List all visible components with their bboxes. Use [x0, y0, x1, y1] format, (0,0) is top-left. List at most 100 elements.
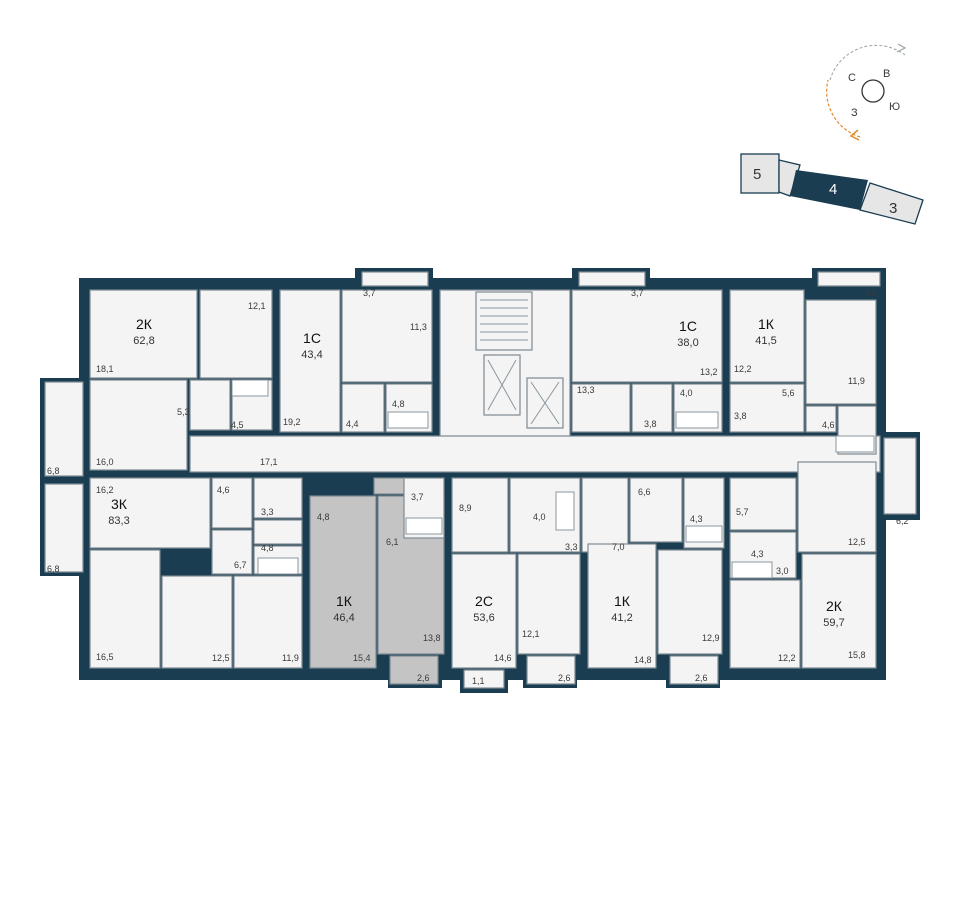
room-area: 14,6 [494, 653, 512, 663]
apartment-type-label: 3К [111, 496, 128, 512]
room [89, 549, 161, 669]
room [805, 299, 877, 405]
room [629, 477, 683, 543]
room [451, 553, 517, 669]
room-area: 3,8 [734, 411, 747, 421]
room-area: 14,8 [634, 655, 652, 665]
rooms [44, 271, 917, 689]
room [341, 383, 385, 433]
room-area: 2,6 [417, 673, 430, 683]
room-area: 3,8 [644, 419, 657, 429]
room [253, 519, 303, 545]
room-area: 13,2 [700, 367, 718, 377]
room-area: 15,4 [353, 653, 371, 663]
room-selected[interactable] [309, 495, 377, 669]
apartment-area-label: 59,7 [823, 617, 844, 629]
room-area: 12,2 [778, 653, 796, 663]
room-area: 5,6 [782, 388, 795, 398]
section-4-label: 4 [829, 181, 837, 198]
apartment-area-label-selected[interactable]: 46,4 [333, 612, 354, 624]
room-area: 3,3 [261, 507, 274, 517]
room-area: 6,6 [638, 487, 651, 497]
room [233, 575, 303, 669]
room [517, 553, 581, 655]
room [253, 477, 303, 519]
compass-arrow-icon [896, 43, 907, 53]
room [89, 379, 188, 471]
compass-arrow-orange-icon [849, 129, 860, 141]
room [578, 271, 646, 287]
apartment-area-label: 38,0 [677, 337, 698, 349]
bathtub-icon [405, 517, 443, 535]
room [631, 383, 673, 433]
section-4-tile[interactable] [790, 170, 868, 210]
bathtub-icon [555, 491, 575, 531]
room [581, 477, 629, 553]
room [817, 271, 881, 287]
room-area: 16,5 [96, 652, 114, 662]
room-area: 15,8 [848, 650, 866, 660]
apartment-type-label: 2С [475, 593, 493, 609]
apartment-area-label: 41,5 [755, 335, 776, 347]
room [451, 477, 509, 553]
bathtub-icon [731, 561, 773, 579]
room [571, 289, 723, 383]
apartment-labels: 2К 62,8 1С 43,4 1С 38,0 1К 41,5 3К 83,3 … [108, 316, 844, 629]
room-area: 5,3 [177, 407, 190, 417]
room-area: 13,8 [423, 633, 441, 643]
room [729, 579, 801, 669]
apartment-type-label-selected[interactable]: 1К [336, 593, 353, 609]
room-area: 19,2 [283, 417, 301, 427]
room-area: 6,8 [47, 466, 60, 476]
bathtub-icon [387, 411, 429, 429]
room [797, 461, 877, 553]
room-area: 4,6 [822, 420, 835, 430]
room-area: 1,1 [472, 676, 485, 686]
section-selector: 5 4 3 [740, 153, 924, 225]
section-5-label: 5 [753, 166, 761, 183]
room-area: 3,7 [631, 288, 644, 298]
fixtures [231, 299, 875, 579]
section-3-label: 3 [889, 200, 897, 217]
room [729, 383, 805, 433]
room-selected[interactable] [373, 477, 407, 495]
room-area: 11,3 [410, 322, 427, 332]
apartment-type-label: 1С [679, 318, 697, 334]
bathtub-icon [835, 435, 875, 453]
room [526, 655, 576, 685]
apartment-type-label: 2К [826, 598, 843, 614]
room-area: 12,5 [212, 653, 230, 663]
room-area: 5,7 [736, 507, 749, 517]
room [669, 655, 719, 685]
room [729, 289, 805, 383]
room-area: 6,8 [47, 564, 60, 574]
room [211, 477, 253, 529]
section-3-tile[interactable] [859, 182, 924, 225]
room-area: 17,1 [260, 457, 278, 467]
room-area: 8,9 [459, 503, 472, 513]
room [729, 477, 797, 531]
room-area: 4,8 [392, 399, 405, 409]
room-area: 3,4 [864, 288, 877, 298]
stair [475, 291, 533, 351]
bathtub-icon [675, 411, 719, 429]
room-selected[interactable] [389, 655, 439, 685]
room-area: 4,0 [680, 388, 693, 398]
bathtub-icon [685, 525, 723, 543]
room-area: 6,7 [234, 560, 247, 570]
room-area: 3,7 [411, 492, 424, 502]
room-area: 16,2 [96, 485, 114, 495]
room-area: 12,1 [248, 301, 266, 311]
room-area: 4,8 [261, 543, 274, 553]
room-area: 4,8 [317, 512, 330, 522]
room-area: 6,1 [386, 537, 399, 547]
room [463, 669, 505, 689]
section-5-tile[interactable] [740, 153, 780, 194]
apartment-type-label: 2К [136, 316, 153, 332]
apartment-area-label: 41,2 [611, 612, 632, 624]
room-area: 3,7 [363, 288, 376, 298]
room-area: 11,9 [282, 653, 299, 663]
room [89, 477, 211, 549]
room-area: 12,1 [522, 629, 540, 639]
